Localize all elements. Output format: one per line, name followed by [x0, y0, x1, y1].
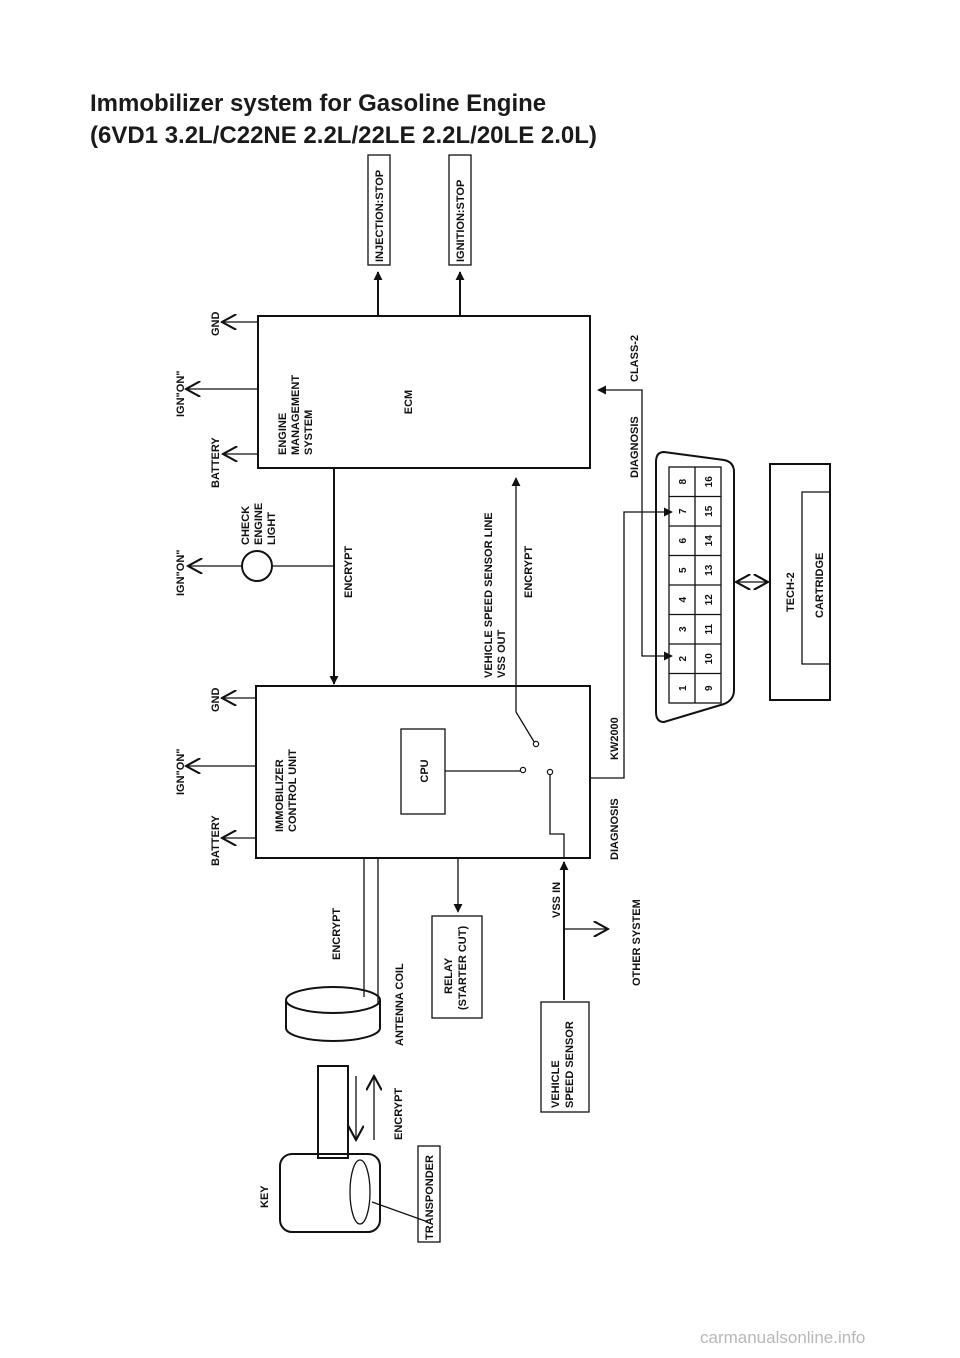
vss-out-wire — [511, 477, 537, 746]
ecm-box — [257, 315, 591, 469]
dlc-pins-bottom: 9 10 11 12 13 14 15 16 — [704, 476, 715, 691]
dlc-pin-6: 6 — [678, 538, 689, 544]
vss-out-line-1: VEHICLE SPEED SENSOR LINE — [483, 512, 495, 678]
cpu-label: CPU — [419, 759, 431, 782]
cartridge-label: CARTRIDGE — [814, 553, 826, 618]
icu-box — [255, 685, 591, 859]
switch-contact-2 — [532, 740, 540, 748]
switch-contact-3 — [546, 768, 554, 776]
kw2000-diagnosis-wire — [590, 507, 673, 779]
encrypt-ecm-label: ENCRYPT — [343, 546, 355, 598]
icu-gnd-label: GND — [210, 688, 222, 713]
icu-line-1: IMMOBILIZER — [274, 759, 286, 832]
icu-line-2: CONTROL UNIT — [287, 749, 299, 832]
kw2000-label: KW2000 — [609, 717, 621, 760]
check-engine-lamp-icon — [241, 550, 273, 582]
diagram-title: Immobilizer system for Gasoline Engine (… — [90, 88, 597, 152]
icu-battery-label: BATTERY — [210, 815, 222, 866]
title-line-1: Immobilizer system for Gasoline Engine — [90, 90, 547, 117]
relay-box — [431, 915, 483, 1019]
relay-label: RELAY (STARTER CUT) — [443, 926, 469, 1010]
vss-sensor-line-2: SPEED SENSOR — [564, 1021, 576, 1108]
ecm-system-line-1: ENGINE — [277, 413, 289, 455]
dlc-pin-10: 10 — [704, 653, 715, 665]
dlc-pin-16: 16 — [704, 476, 715, 488]
key-label: KEY — [259, 1185, 271, 1208]
class2-label: CLASS-2 — [629, 335, 641, 382]
vss-in-internal-wire — [549, 775, 565, 858]
dlc-pin-3: 3 — [678, 626, 689, 632]
tech2-box — [769, 463, 831, 701]
dlc-pin-12: 12 — [704, 594, 715, 606]
other-system-label: OTHER SYSTEM — [631, 899, 643, 986]
diagnosis-ecm-label: DIAGNOSIS — [629, 416, 641, 478]
watermark: carmanualsonline.info — [700, 1328, 866, 1347]
vss-out-label: VEHICLE SPEED SENSOR LINE VSS OUT — [483, 512, 508, 678]
ignition-label: IGNITION:STOP — [455, 180, 467, 262]
dlc-pins-top: 1 2 3 4 5 6 7 8 — [678, 479, 689, 692]
vss-sensor-line-1: VEHICLE — [550, 1060, 562, 1108]
dlc-pin-1: 1 — [678, 685, 689, 691]
ecm-system-label: ENGINE MANAGEMENT SYSTEM — [277, 375, 315, 455]
transponder-chip-icon — [349, 1159, 371, 1225]
dlc-pin-14: 14 — [704, 535, 715, 547]
ecm-battery-label: BATTERY — [210, 437, 222, 488]
antenna-coil-icon — [285, 986, 381, 1014]
dlc-pin-8: 8 — [678, 479, 689, 485]
antenna-coil-label: ANTENNA COIL — [394, 963, 406, 1046]
cartridge-slot — [801, 491, 830, 665]
key-head — [279, 1153, 381, 1233]
check-engine-line-3: LIGHT — [266, 512, 278, 545]
ecm-label: ECM — [403, 390, 415, 414]
dlc-connector-shell — [655, 450, 735, 724]
encrypt-coil-label: ENCRYPT — [331, 908, 343, 960]
injection-label: INJECTION:STOP — [374, 170, 386, 262]
encrypt-vss-label: ENCRYPT — [523, 546, 535, 598]
ecm-ign-label: IGN"ON" — [175, 371, 187, 418]
relay-line-2: (STARTER CUT) — [457, 926, 469, 1010]
dlc-pin-11: 11 — [704, 624, 715, 635]
check-engine-ign-label: IGN"ON" — [175, 550, 187, 597]
dlc-pin-2: 2 — [678, 656, 689, 662]
vss-out-line-2: VSS OUT — [496, 629, 508, 678]
dlc-pin-4: 4 — [678, 597, 689, 603]
ignition-box — [448, 154, 472, 266]
relay-line-1: RELAY — [443, 957, 455, 994]
icu-ign-label: IGN"ON" — [175, 749, 187, 796]
vss-sensor-label: VEHICLE SPEED SENSOR — [550, 1021, 576, 1108]
dlc-pin-9: 9 — [704, 685, 715, 691]
transponder-box — [417, 1145, 441, 1243]
dlc-pin-13: 13 — [704, 564, 715, 576]
dlc-pin-5: 5 — [678, 567, 689, 573]
check-engine-line-2: ENGINE — [253, 503, 265, 545]
transponder-leader — [371, 1201, 429, 1223]
vss-sensor-box — [540, 1001, 590, 1113]
switch-contact-1 — [519, 766, 527, 774]
vss-in-label: VSS IN — [551, 882, 563, 918]
key-blade — [317, 1065, 349, 1159]
ecm-gnd-label: GND — [210, 312, 222, 337]
transponder-label: TRANSPONDER — [424, 1155, 436, 1240]
encrypt-key-label: ENCRYPT — [393, 1088, 405, 1140]
title-line-2: (6VD1 3.2L/C22NE 2.2L/22LE 2.2L/20LE 2.0… — [90, 122, 597, 149]
injection-box — [367, 154, 391, 266]
tech2-label: TECH-2 — [785, 572, 797, 612]
dlc-pin-lines — [669, 495, 721, 675]
dlc-pin-15: 15 — [704, 505, 715, 517]
antenna-coil-body — [285, 1000, 381, 1042]
icu-label: IMMOBILIZER CONTROL UNIT — [274, 749, 299, 832]
ecm-system-line-3: SYSTEM — [303, 410, 315, 455]
check-engine-line-1: CHECK — [240, 506, 252, 545]
diagnosis-icu-label: DIAGNOSIS — [609, 798, 621, 860]
ecm-system-line-2: MANAGEMENT — [290, 375, 302, 455]
check-engine-label: CHECK ENGINE LIGHT — [240, 503, 278, 545]
dlc-pin-7: 7 — [678, 508, 689, 514]
